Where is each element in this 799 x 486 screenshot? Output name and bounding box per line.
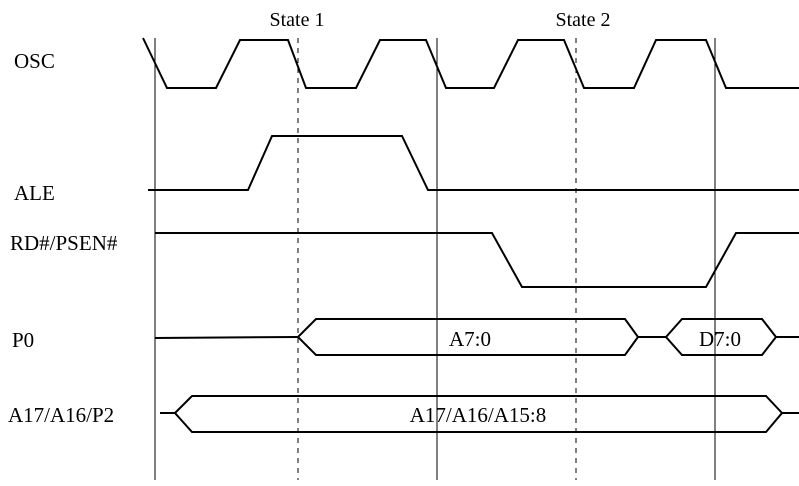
signal-label-ale: ALE — [14, 181, 55, 205]
p0-idle-line — [154, 336, 299, 339]
state-2-label: State 2 — [556, 9, 611, 31]
ale-waveform — [148, 135, 799, 191]
osc-waveform — [142, 37, 799, 89]
signal-label-p2: A17/A16/P2 — [8, 403, 114, 427]
rd-psen-waveform — [155, 232, 799, 288]
p0-address-label: A7:0 — [449, 327, 491, 351]
signal-label-p0: P0 — [12, 328, 34, 352]
p2-address-label: A17/A16/A15:8 — [410, 403, 547, 427]
p0-data-label: D7:0 — [699, 327, 741, 351]
state-1-label: State 1 — [270, 9, 325, 31]
signal-label-rd-psen: RD#/PSEN# — [10, 231, 118, 255]
signal-label-osc: OSC — [14, 49, 55, 73]
